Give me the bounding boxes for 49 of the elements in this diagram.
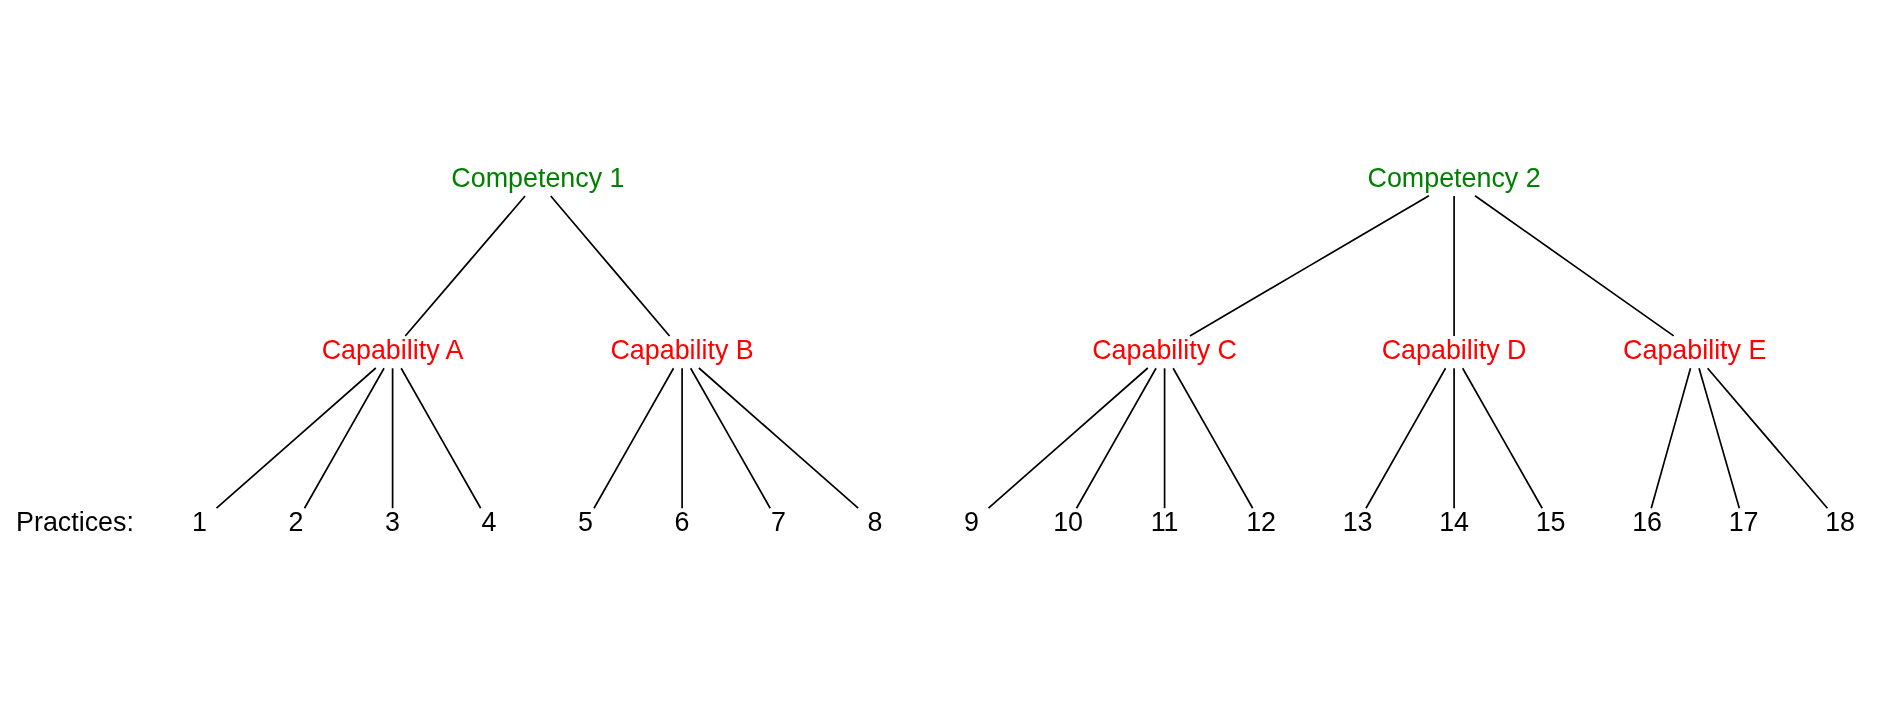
node-text: Competency 1 — [451, 162, 625, 193]
node-text: 6 — [674, 506, 690, 537]
node-text: Capability D — [1381, 334, 1527, 365]
node-text: 4 — [481, 506, 497, 537]
node-text: 5 — [578, 506, 594, 537]
node-text: 8 — [867, 506, 883, 537]
node-text: 2 — [288, 506, 304, 537]
node-text: 12 — [1246, 506, 1277, 537]
connector — [681, 366, 683, 509]
node-text: 18 — [1825, 506, 1856, 537]
node-text: 14 — [1439, 506, 1470, 537]
node-text: 17 — [1728, 506, 1759, 537]
connector — [987, 366, 1149, 509]
connector — [400, 366, 482, 509]
connector — [391, 366, 394, 509]
connector — [404, 194, 526, 337]
connector — [1474, 194, 1675, 337]
node-text: 13 — [1342, 506, 1373, 537]
connector — [593, 366, 675, 509]
node-text: 9 — [964, 506, 980, 537]
node-text: 11 — [1150, 506, 1179, 537]
connector — [215, 366, 377, 509]
connector — [1698, 366, 1741, 509]
node-text: Capability E — [1623, 334, 1767, 365]
node-text: Competency 2 — [1367, 162, 1541, 193]
connector — [1075, 366, 1157, 509]
label: Practices: — [16, 506, 134, 537]
node-text: 3 — [385, 506, 401, 537]
connector — [698, 366, 860, 509]
connector — [303, 366, 385, 509]
node-text: Capability A — [321, 334, 464, 365]
connector — [1461, 366, 1544, 509]
connector — [1650, 366, 1692, 509]
node-text: 7 — [771, 506, 787, 537]
connector — [689, 366, 772, 509]
node-text: 16 — [1632, 506, 1663, 537]
connector — [1453, 366, 1455, 509]
node-text: 1 — [192, 506, 208, 537]
node-text: 15 — [1535, 506, 1566, 537]
connector — [1365, 366, 1447, 509]
connector — [1172, 366, 1254, 509]
connector — [1189, 194, 1430, 337]
node-text: 10 — [1053, 506, 1084, 537]
connector — [1453, 194, 1455, 337]
connector — [1163, 366, 1166, 509]
connector — [1706, 366, 1829, 509]
node-text: Capability B — [610, 334, 754, 365]
node-text: Capability C — [1092, 334, 1237, 365]
connector — [549, 194, 671, 337]
